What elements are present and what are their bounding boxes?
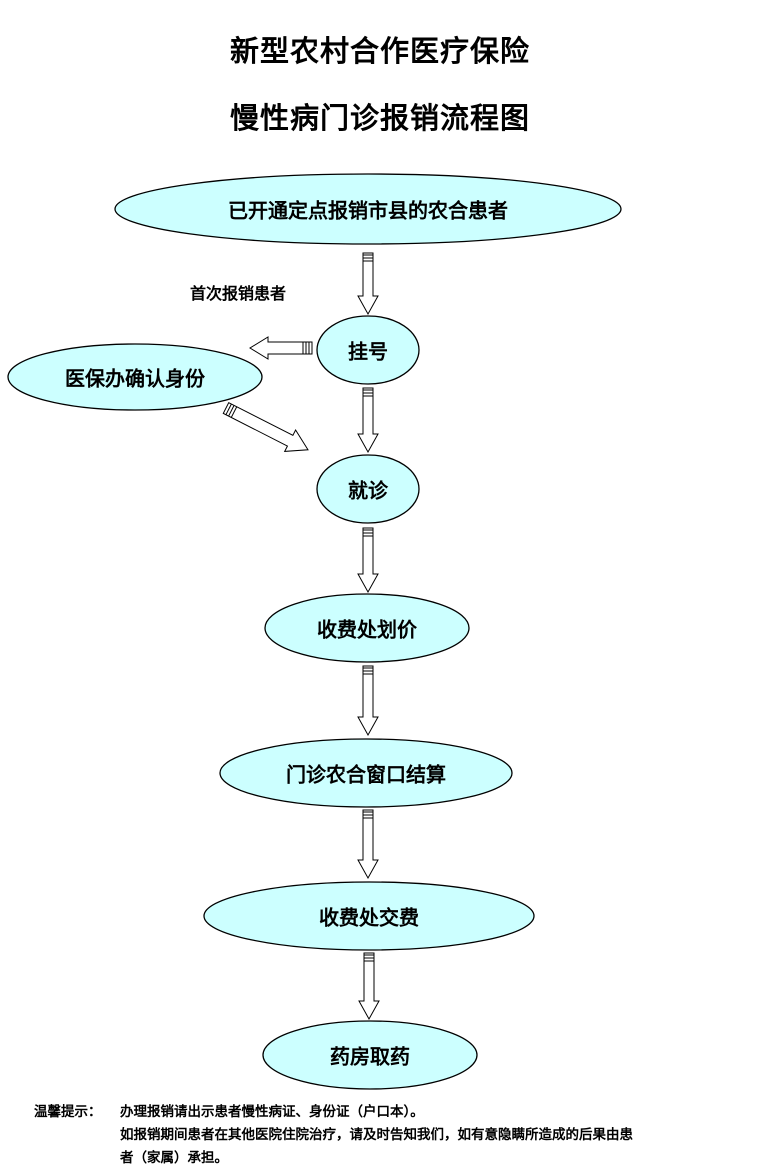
title-line-1: 新型农村合作医疗保险 (229, 34, 530, 68)
arrow-register-to-confirm (249, 336, 313, 360)
node-confirm-ellipse (7, 343, 263, 411)
arrow-start-to-register (357, 252, 379, 316)
arrow-register-to-consult (357, 387, 379, 454)
node-pay-ellipse (203, 881, 535, 951)
arrow-consult-to-pricing (357, 527, 379, 594)
arrow-confirm-to-consult (222, 401, 309, 452)
node-start-label: 已开通定点报销市县的农合患者 (228, 198, 508, 223)
node-pricing-ellipse (264, 593, 470, 663)
first-time-patient-label: 首次报销患者 (190, 284, 287, 303)
arrow-pay-to-pharmacy (358, 952, 380, 1021)
node-consult-ellipse (316, 454, 420, 524)
node-register-label: 挂号 (348, 339, 388, 364)
title-line-2: 慢性病门诊报销流程图 (229, 101, 530, 135)
notes-line-1: 办理报销请出示患者慢性病证、身份证（户口本）。 (120, 1104, 424, 1120)
node-settle-ellipse (219, 738, 513, 808)
notes-line-2: 如报销期间患者在其他医院住院治疗，请及时告知我们，如有意隐瞒所造成的后果由患 (120, 1127, 633, 1143)
node-pharmacy-ellipse (262, 1020, 478, 1090)
node-start-ellipse (114, 173, 622, 245)
node-pricing-label: 收费处划价 (317, 617, 417, 642)
arrow-pricing-to-settle (357, 665, 379, 737)
node-settle-label: 门诊农合窗口结算 (286, 762, 446, 787)
node-pay-label: 收费处交费 (319, 905, 419, 930)
arrow-settle-to-pay (357, 809, 379, 880)
node-consult-label: 就诊 (348, 478, 388, 503)
notes-line-3: 者（家属）承担。 (120, 1150, 228, 1166)
node-confirm-label: 医保办确认身份 (65, 366, 205, 391)
node-pharmacy-label: 药房取药 (330, 1044, 410, 1069)
notes-label: 温馨提示： (34, 1104, 102, 1120)
node-register-ellipse (316, 315, 420, 385)
